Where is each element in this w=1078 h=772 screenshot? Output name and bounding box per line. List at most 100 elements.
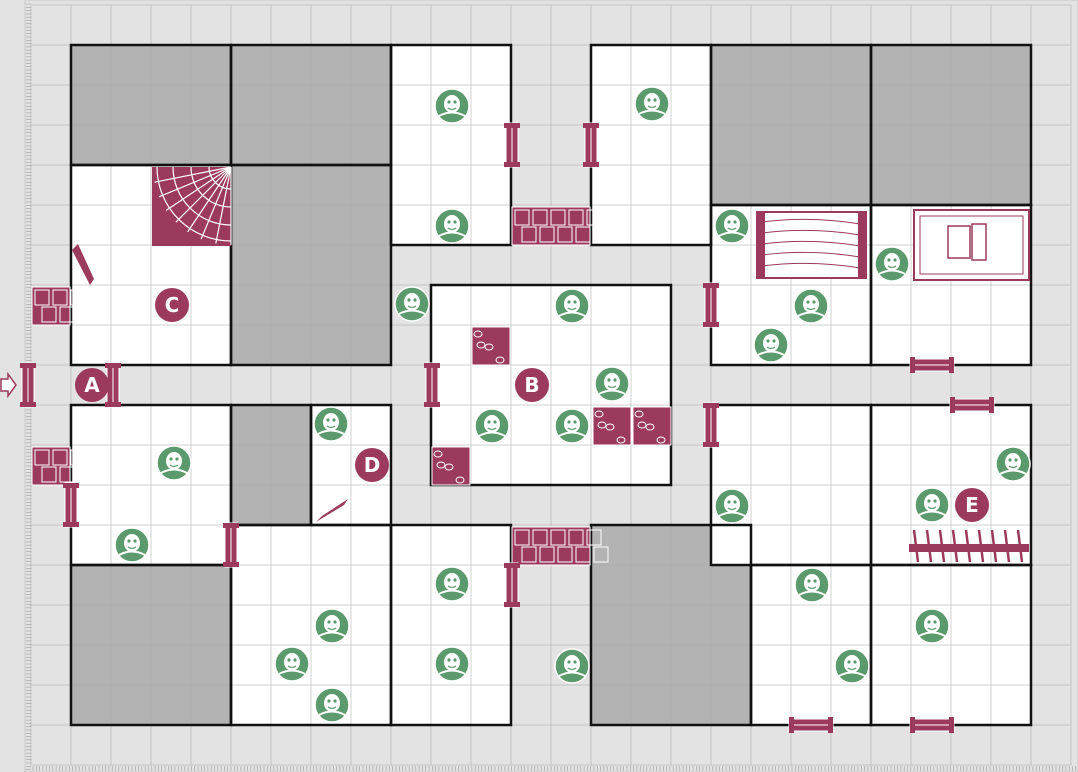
monster-face [166, 452, 182, 470]
furniture [31, 166, 1030, 566]
monster-eye [407, 298, 411, 302]
bookcase-inner [919, 215, 1024, 275]
fimir-monster [434, 566, 470, 602]
door-cap [949, 357, 954, 373]
goblin-monster [793, 288, 829, 324]
monster-shoulders [160, 468, 188, 474]
rack-weapon [964, 529, 972, 563]
rack-weapon [977, 529, 985, 563]
goblin-monster [594, 366, 630, 402]
stair-arc [156, 166, 232, 242]
door-cap [703, 442, 719, 447]
room-floor [391, 525, 511, 725]
rubble-stone [645, 423, 655, 431]
room-marker-c[interactable]: C [155, 288, 189, 322]
block-brick [521, 226, 537, 243]
rubble-stone [597, 421, 607, 429]
monster-eye [333, 699, 337, 703]
block-brick [586, 209, 602, 226]
room-wall [389, 523, 513, 727]
door [223, 522, 239, 568]
monster-mouth [447, 585, 457, 589]
monster-face [803, 295, 819, 313]
block-brick [539, 226, 555, 243]
rubble-tile [632, 406, 672, 446]
stair-arc [172, 166, 232, 226]
table-edge [858, 212, 866, 278]
monster-eye [567, 420, 571, 424]
bookcase-book [947, 225, 971, 259]
monster-shoulders [438, 231, 466, 237]
monster-mouth [327, 706, 337, 710]
monster-face [444, 95, 460, 113]
goblin-monster [314, 687, 350, 723]
monster-face [444, 215, 460, 233]
block-brick [532, 529, 548, 546]
monster-shoulders [718, 511, 746, 517]
mummy-monster [554, 648, 590, 684]
monster-shoulders [558, 671, 586, 677]
mummy-monster [114, 527, 150, 563]
door-cap [989, 397, 994, 413]
monster-face [844, 655, 860, 673]
monster-eye [733, 220, 737, 224]
monster-mouth [169, 464, 179, 468]
monster-eye [333, 620, 337, 624]
monster-face [324, 615, 340, 633]
monster-eye [332, 418, 336, 422]
marker-disc [515, 368, 549, 402]
monster-eye [447, 100, 451, 104]
monster-shoulders [438, 111, 466, 117]
monster-eye [453, 658, 457, 662]
stair-step [154, 166, 232, 183]
monster-eye [453, 100, 457, 104]
table-grain [761, 229, 861, 236]
monster-eye [413, 298, 417, 302]
zombie-monster [313, 406, 349, 442]
monster-shoulders [757, 350, 785, 356]
table-edge [757, 212, 765, 278]
door-cap [424, 402, 440, 407]
block-brick [568, 529, 584, 546]
mummy-monster [434, 208, 470, 244]
monster-eye [1008, 458, 1012, 462]
monster-shoulders [118, 550, 146, 556]
room-marker-e[interactable]: E [955, 488, 989, 522]
block-brick [568, 209, 584, 226]
monster-shoulders [398, 309, 426, 315]
monster-eye [893, 258, 897, 262]
door [504, 122, 520, 168]
door-cap [583, 123, 599, 128]
monster-eye [573, 300, 577, 304]
monster-face [324, 694, 340, 712]
stair-arc [190, 166, 232, 208]
door-cap [63, 522, 79, 527]
door-cap [828, 717, 833, 733]
marker-label: C [165, 293, 180, 317]
room-marker-b[interactable]: B [515, 368, 549, 402]
monster-eye [813, 579, 817, 583]
monster-mouth [607, 385, 617, 389]
monster-eye [613, 378, 617, 382]
rubble-stone [455, 476, 465, 484]
weapon-rack [909, 529, 1029, 563]
room-marker-d[interactable]: D [355, 448, 389, 482]
monster-shoulders [558, 311, 586, 317]
block-brick [514, 209, 530, 226]
monster-eye [847, 660, 851, 664]
monster-mouth [287, 665, 297, 669]
rack-weapon [1016, 529, 1024, 563]
monster-eye [727, 500, 731, 504]
monster-eye [933, 499, 937, 503]
monster-mouth [727, 227, 737, 231]
monster-shoulders [797, 311, 825, 317]
monster-eye [927, 499, 931, 503]
room-marker-a[interactable]: A [75, 368, 109, 402]
entry-arrow-icon[interactable] [0, 371, 17, 399]
monster-mouth [407, 305, 417, 309]
table-top [756, 211, 867, 279]
monster-mouth [447, 107, 457, 111]
monster-eye [453, 220, 457, 224]
monster-eye [772, 339, 776, 343]
block-brick [41, 466, 57, 483]
